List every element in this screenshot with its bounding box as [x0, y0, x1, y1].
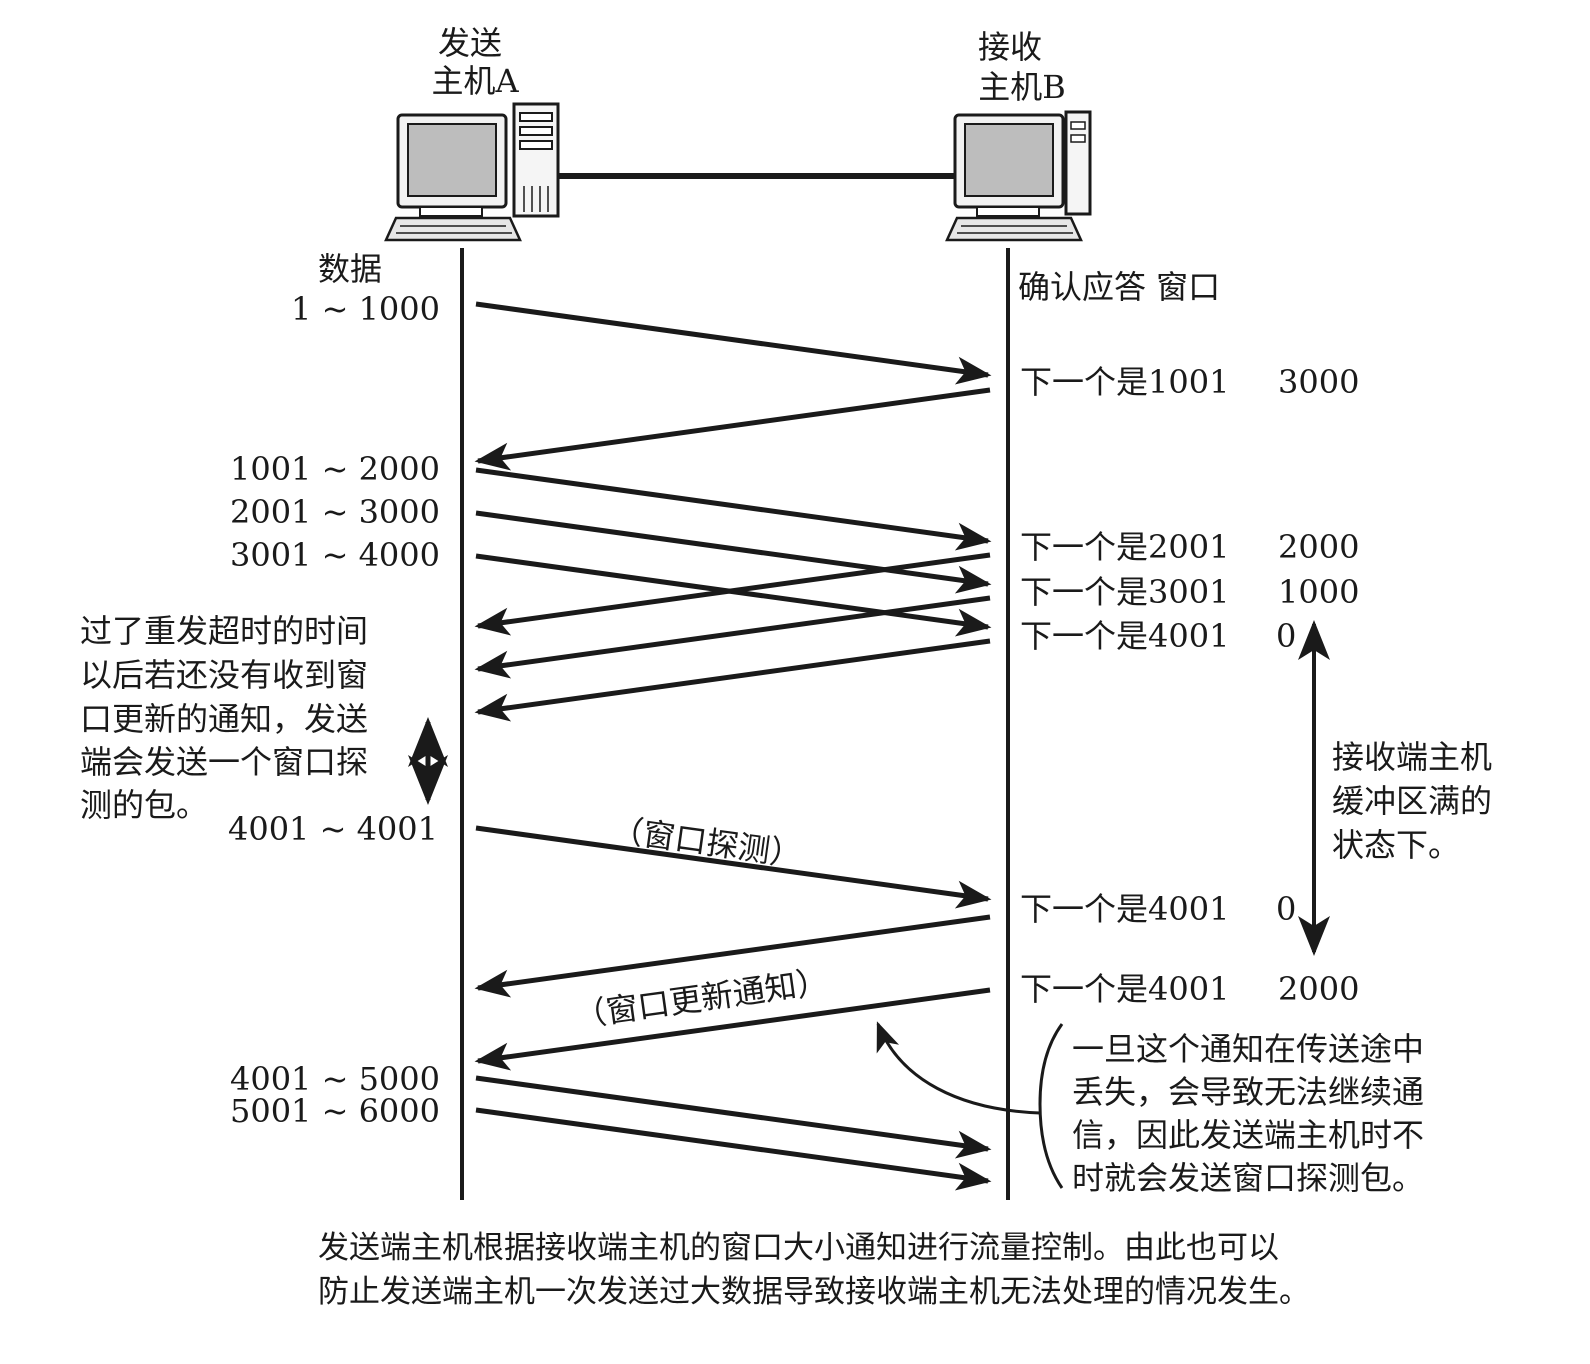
- note-pointer-arrow: [876, 1021, 1041, 1115]
- probe-arrow: [475, 825, 992, 909]
- window-value: 3000: [1278, 363, 1359, 401]
- buffer-full-note: 接收端主机 缓冲区满的 状态下。: [1332, 738, 1502, 864]
- segment-label: 1 ~ 1000: [291, 290, 440, 328]
- segment-label: 3001 ~ 4000: [230, 536, 440, 574]
- segment-arrow: [475, 467, 992, 551]
- ack-label: 下一个是4001: [1020, 970, 1229, 1008]
- lost-notification-note: 一旦这个通知在传送途中 丢失，会导致无法继续通 信，因此发送端主机时不 时就会发…: [1072, 1030, 1434, 1197]
- computer-icon-host-a: [384, 102, 560, 242]
- segment-arrow: [475, 301, 992, 385]
- segment-arrow: [475, 1075, 992, 1159]
- window-value: 2000: [1278, 970, 1359, 1008]
- window-probe-label: （窗口探测）: [609, 810, 804, 874]
- note-bracket: [1038, 1023, 1064, 1189]
- segment-label: 4001 ~ 4001: [228, 810, 438, 848]
- window-value: 1000: [1278, 573, 1359, 611]
- sender-host-label-1: 发送: [438, 24, 502, 62]
- window-value: 0: [1276, 890, 1296, 928]
- segment-label: 4001 ~ 5000: [230, 1060, 440, 1098]
- ack-arrow: [474, 387, 991, 471]
- figure-caption: 发送端主机根据接收端主机的窗口大小通知进行流量控制。由此也可以 防止发送端主机一…: [318, 1230, 1310, 1310]
- computer-icon-host-b: [945, 110, 1092, 242]
- segment-label: 2001 ~ 3000: [230, 493, 440, 531]
- ack-label: 下一个是4001: [1020, 617, 1229, 655]
- window-value: 0: [1276, 617, 1296, 655]
- receiver-host-label-2: 主机B: [978, 68, 1066, 106]
- ack-label: 下一个是1001: [1020, 363, 1229, 401]
- segment-label: 1001 ~ 2000: [230, 450, 440, 488]
- ack-arrow: [474, 595, 991, 679]
- window-value: 2000: [1278, 528, 1359, 566]
- receiver-host-label-1: 接收: [978, 28, 1042, 66]
- segment-arrow: [475, 510, 992, 594]
- sender-host-label-2: 主机A: [431, 62, 519, 100]
- ack-arrow: [474, 638, 991, 722]
- ack-arrow: [474, 914, 991, 998]
- ack-arrow: [474, 552, 991, 636]
- segment-label: 5001 ~ 6000: [230, 1092, 440, 1130]
- ack-window-header: 确认应答 窗口: [1018, 268, 1220, 306]
- segment-arrow: [475, 1107, 992, 1191]
- ack-label: 下一个是3001: [1020, 573, 1229, 611]
- ack-label: 下一个是2001: [1020, 528, 1229, 566]
- window-update-label: （窗口更新通知）: [572, 962, 831, 1035]
- retransmit-timeout-note: 过了重发超时的时间 以后若还没有收到窗 口更新的通知，发送 端会发送一个窗口探 …: [80, 612, 378, 824]
- window-update-arrow: [474, 987, 991, 1071]
- data-header: 数据: [318, 250, 382, 288]
- ack-label: 下一个是4001: [1020, 890, 1229, 928]
